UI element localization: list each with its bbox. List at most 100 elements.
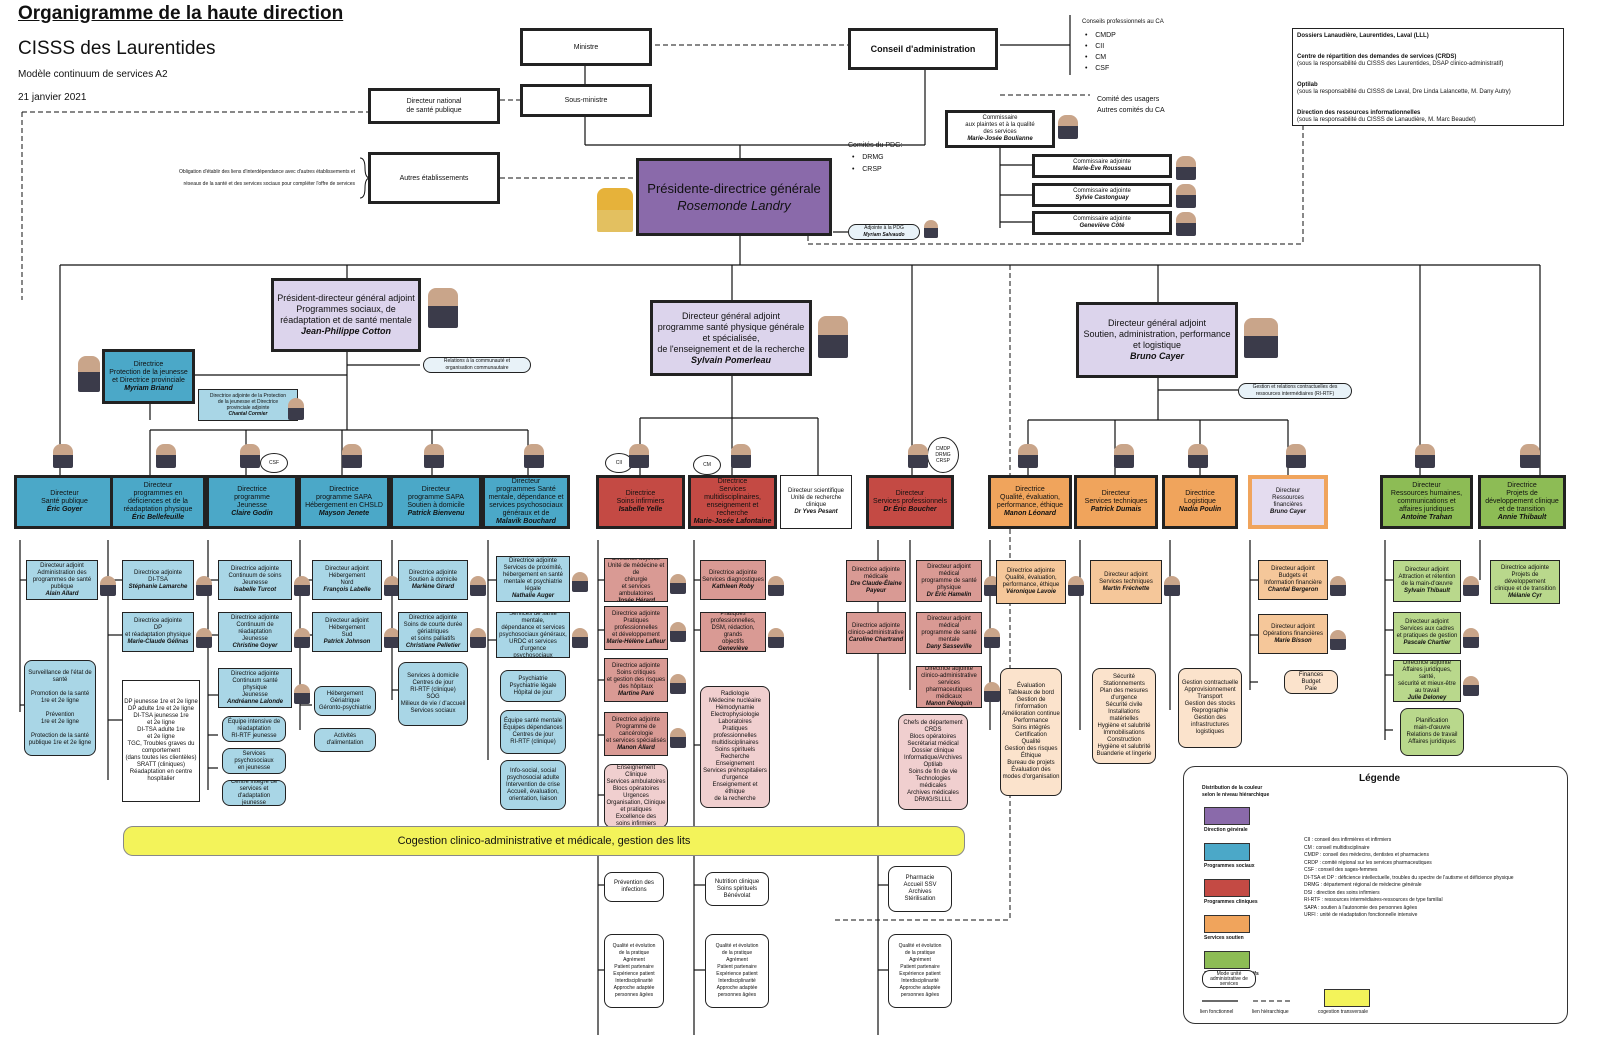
conseil-item: • CSF [1085, 65, 1110, 72]
sub-direction-box: Directrice adjointe Affaires juridiques,… [1393, 660, 1461, 702]
legend-swatch [1204, 843, 1250, 861]
comites-ca: Comité des usagers Autres comités du CA [1097, 96, 1165, 114]
services-box: Planification main-d'œuvre Relations de … [1400, 708, 1464, 756]
page-subtitle: CISSS des Laurentides [18, 38, 216, 59]
photo-director [1414, 444, 1435, 468]
photo-adjoint [768, 576, 784, 596]
sub-direction-box: Directeur adjoint médical programme de s… [916, 560, 982, 602]
box-dossiers-lll: Dossiers Lanaudière, Laurentides, Laval … [1292, 28, 1564, 126]
photo-commissaire [1058, 115, 1078, 139]
sub-direction-box: Directrice adjointe Unité de médecine et… [604, 558, 668, 602]
photo-adjoint [384, 576, 400, 596]
legend-line-cogestion: cogestion transversale [1318, 1009, 1369, 1015]
photo-director [342, 444, 362, 468]
legend-swatch-label: Services soutien [1204, 935, 1244, 941]
sub-direction-box: Directeur adjoint Budgets et Information… [1258, 560, 1328, 600]
legend-swatch [1204, 807, 1250, 825]
legend-swatch-label: Direction générale [1204, 827, 1248, 833]
services-box: Surveillance de l'état de santé Promotio… [24, 660, 96, 756]
legend-mode-box: Mode unité administrative de services [1202, 970, 1256, 988]
photo-commissaire-adjointe-3 [1176, 212, 1196, 236]
legend: Légende Distribution de la couleur selon… [1183, 766, 1568, 1024]
photo-director [524, 444, 544, 468]
services-box: Sécurité Stationnements Plan des mesures… [1092, 668, 1156, 764]
photo-adjoint [470, 576, 486, 596]
photo-director [730, 444, 751, 468]
services-box: Gestion contractuelle Approvisionnement … [1178, 668, 1242, 748]
photo-adjoint [1463, 576, 1479, 596]
direction-box: Directeur programme SAPA Soutien à domic… [390, 475, 482, 529]
sub-direction-box: Directrice adjointe Continuum de soins J… [218, 560, 292, 600]
services-box: Chefs de département CRDS Blocs opératoi… [898, 714, 968, 810]
sub-direction-box: Directeur adjoint Services de santé ment… [496, 612, 570, 658]
photo-director [424, 444, 444, 468]
box-pdg: Présidente-directrice générale Rosemonde… [636, 158, 832, 236]
photo-adjoint [670, 574, 686, 594]
photo-dga-sante-physique [818, 316, 848, 358]
conseils-ca-list: • CMDP • CII • CM • CSF [1085, 30, 1116, 74]
box-sous-ministre: Sous-ministre [520, 84, 652, 117]
photo-director [1286, 444, 1306, 468]
photo-adjoint [1330, 630, 1346, 650]
box-commissaire: Commissaire aux plaintes et à la qualité… [945, 110, 1055, 148]
legend-swatch [1204, 915, 1250, 933]
sub-direction-box: Directrice adjointe Soins critiques et g… [604, 658, 668, 702]
services-box: Services psychosociaux en jeunesse [222, 748, 286, 774]
direction-box: Directeur programmes en déficiences et d… [110, 475, 206, 529]
services-box: Info-social, social psychosocial adulte … [500, 760, 566, 810]
services-box: Évaluation Tableaux de bord Gestion de l… [1000, 668, 1062, 796]
comite-item: • DRMG [852, 154, 884, 161]
photo-adjoint [670, 674, 686, 694]
sub-direction-box: Directrice adjointe Qualité, évaluation,… [996, 560, 1066, 604]
legend-title: Légende [1359, 773, 1401, 784]
photo-adjointe-pdg [924, 220, 938, 238]
photo-adjoint [984, 628, 1000, 648]
box-ministre: Ministre [520, 28, 652, 66]
sub-direction-box: Directeur adjoint Attraction et rétentio… [1393, 560, 1461, 602]
photo-commissaire-adjointe-1 [1176, 156, 1196, 180]
box-dpj: Directrice Protection de la jeunesse et … [102, 349, 195, 404]
photo-adjoint [384, 628, 400, 648]
services-box: Psychiatrie Psychiatrie légale Hôpital d… [500, 670, 566, 702]
services-box: DP jeunesse 1re et 2e ligne DP adulte 1r… [122, 680, 200, 802]
legend-line-functional: lien fonctionnel [1200, 1009, 1234, 1015]
photo-dpj-adjointe [288, 398, 304, 420]
sub-direction-box: Directeur adjoint Opérations financières… [1258, 614, 1328, 654]
sub-direction-box: Directeur adjoint médical programme de s… [916, 612, 982, 654]
box-autres-etablissements: Autres établissements [368, 152, 500, 204]
photo-adjoint [294, 684, 310, 704]
photo-adjoint [1164, 576, 1180, 596]
photo-dpj [78, 356, 100, 392]
legend-swatch [1204, 879, 1250, 897]
date-label: 21 janvier 2021 [18, 92, 87, 103]
legend-color-title: Distribution de la couleur selon le nive… [1202, 785, 1270, 798]
sub-direction-box: Directrice adjointe Services diagnostiqu… [700, 560, 766, 600]
conseil-item: • CMDP [1085, 32, 1116, 39]
photo-director [1188, 444, 1208, 468]
box-gestion-ri-rtf: Gestion et relations contractuelles des … [1238, 383, 1352, 399]
direction-box: Directeur programmes Santé mentale, dépe… [482, 475, 570, 529]
legend-swatch-label: Programmes sociaux [1204, 863, 1255, 869]
services-box: Radiologie Médecine nucléaire Hémodynami… [700, 686, 770, 808]
legend-acronyms: CII : conseil des infirmières et infirmi… [1304, 837, 1514, 918]
box-pdga-sociaux: Président-directeur général adjoint Prog… [271, 278, 421, 352]
services-box: Activités d'alimentation [314, 728, 376, 752]
direction-box: Directrice Projets de développement clin… [1478, 475, 1566, 529]
box-relations-communaute: Relations à la communauté et organisatio… [423, 357, 531, 373]
direction-box: Directrice Services multidisciplinaires,… [688, 475, 777, 529]
circle-csf: CSF [260, 453, 288, 473]
photo-adjoint [100, 576, 116, 596]
direction-box: Directrice Qualité, évaluation, performa… [988, 475, 1072, 529]
sub-direction-box: Directrice adjointe Continuum de réadapt… [218, 612, 292, 652]
box-pharmacie: Pharmacie Accueil SSV Archives Stérilisa… [888, 866, 952, 912]
photo-adjoint [768, 628, 784, 648]
photo-adjoint [196, 576, 212, 596]
